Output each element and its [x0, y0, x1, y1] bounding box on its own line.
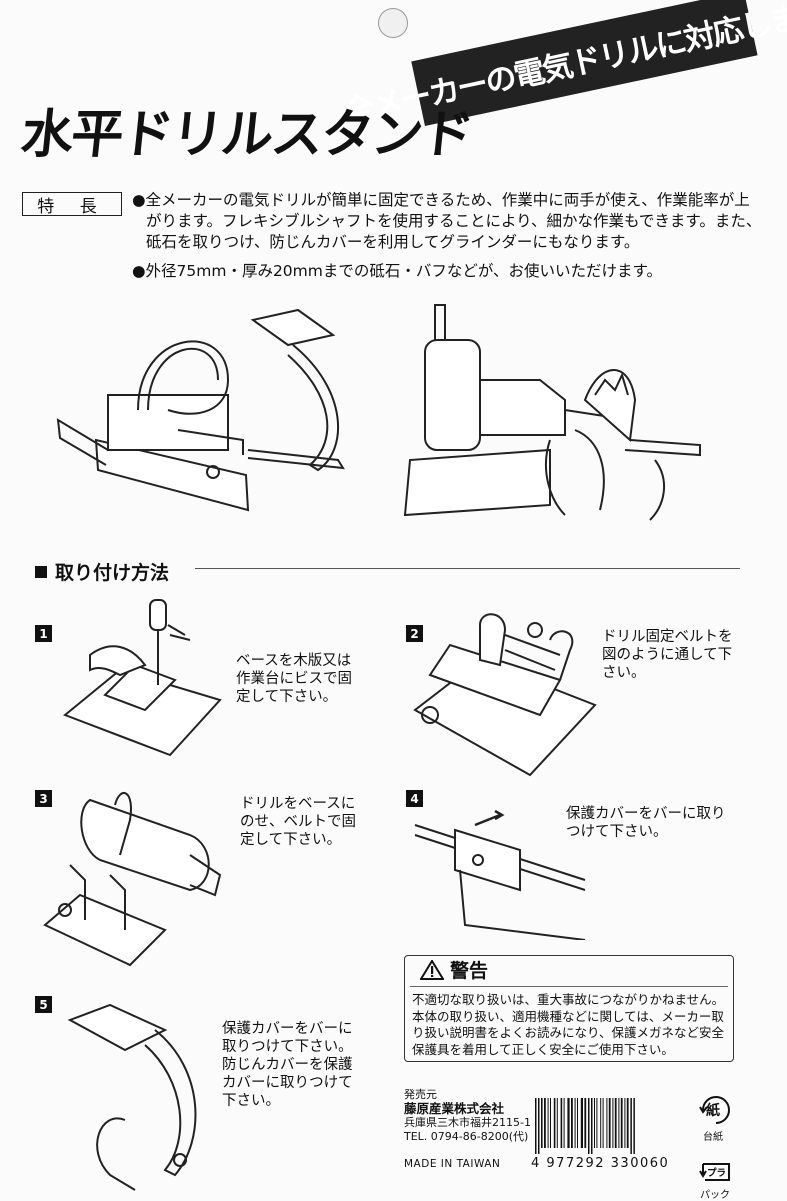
barcode-bar: [624, 1098, 626, 1148]
product-title: 水平ドリルスタンド: [18, 105, 475, 165]
warning-heading: 警告: [420, 956, 488, 983]
barcode-bar: [606, 1098, 608, 1148]
barcode-bar: [577, 1098, 578, 1148]
barcode-bar: [591, 1098, 593, 1154]
plastic-recycle-icon: プラ: [697, 1158, 735, 1186]
barcode-bar: [563, 1098, 565, 1148]
warning-divider: [410, 986, 728, 987]
feature-item: ●全メーカーの電気ドリルが簡単に固定できるため、作業中に両手が使え、作業能率が上…: [132, 191, 762, 251]
step-number-5: 5: [35, 996, 52, 1013]
barcode-bar: [547, 1098, 549, 1148]
made-in: MADE IN TAIWAN: [404, 1158, 501, 1170]
barcode-bar: [600, 1098, 602, 1148]
barcode-bar: [620, 1098, 623, 1148]
barcode-bar: [553, 1098, 556, 1148]
step-number-3: 3: [35, 790, 52, 807]
barcode-bar: [556, 1098, 558, 1148]
step-5-text: 保護カバーをバーに 取りつけて下さい。 防じんカバーを保護 カバーに取りつけて …: [222, 1021, 353, 1109]
step-1-text: ベースを木版又は 作業台にビスで固 定して下さい。: [236, 653, 352, 705]
barcode-bar: [594, 1098, 595, 1148]
barcode-bar: [544, 1098, 546, 1148]
paper-mark: 紙: [706, 1103, 720, 1119]
step-2-illustration: [410, 605, 600, 780]
barcode-bar: [588, 1098, 590, 1154]
install-section-heading: 取り付け方法: [35, 558, 169, 585]
publisher-info: 発売元 藤原産業株式会社 兵庫県三木市福井2115-1 TEL. 0794-86…: [404, 1088, 531, 1144]
warning-text: 不適切な取り扱いは、重大事故につながりかねません。本体の取り扱い、適用機種などに…: [412, 992, 725, 1057]
barcode-bar: [602, 1098, 604, 1148]
barcode-bar: [614, 1098, 617, 1148]
step-number-1: 1: [35, 625, 52, 642]
barcode-bar: [608, 1098, 611, 1148]
square-bullet-icon: [35, 565, 47, 578]
barcode-bar: [541, 1098, 543, 1148]
barcode-bar: [538, 1098, 540, 1154]
barcode-bar: [618, 1098, 620, 1148]
barcode-bar: [550, 1098, 551, 1148]
paper-label: 台紙: [703, 1132, 723, 1143]
barcode-bar: [535, 1098, 537, 1154]
features-list: ●全メーカーの電気ドリルが簡単に固定できるため、作業中に両手が使え、作業能率が上…: [132, 190, 762, 290]
warning-title: 警告: [450, 960, 489, 982]
feature-item: ●外径75mm・厚み20mmまでの砥石・バフなどが、お使いいただけます。: [132, 262, 663, 280]
barcode-bar: [612, 1098, 614, 1148]
barcode-bar: [584, 1098, 587, 1148]
warning-triangle-icon: [420, 960, 444, 980]
step-number-2: 2: [406, 625, 423, 642]
barcode-bar: [574, 1098, 576, 1148]
plastic-label: パック: [700, 1190, 730, 1201]
plastic-mark: プラ: [707, 1168, 727, 1179]
barcode-bar: [633, 1098, 635, 1154]
publisher-address: 兵庫県三木市福井2115-1: [404, 1116, 531, 1129]
publisher-company: 藤原産業株式会社: [404, 1101, 505, 1116]
barcode: [535, 1098, 635, 1154]
grinder-use-illustration: [400, 300, 730, 525]
step-2-text: ドリル固定ベルトを 図のように通して下 さい。: [602, 629, 733, 681]
barcode-bar: [571, 1098, 573, 1148]
step-5-illustration: [65, 1000, 215, 1200]
step-1-illustration: [50, 595, 225, 765]
step-3-text: ドリルをベースに のせ、ベルトで固 定して下さい。: [240, 796, 356, 848]
features-label: 特 長: [22, 192, 122, 217]
barcode-number: 4 977292 330060: [531, 1156, 670, 1171]
publisher-tel: TEL. 0794-86-8200(代): [404, 1130, 529, 1143]
barcode-bar: [580, 1098, 583, 1148]
divider: [195, 568, 740, 569]
barcode-bar: [567, 1098, 570, 1148]
hang-hole: [378, 8, 408, 38]
step-number-4: 4: [406, 790, 423, 807]
step-3-illustration: [40, 780, 230, 970]
step-4-illustration: [410, 805, 590, 940]
section-title: 取り付け方法: [55, 562, 170, 584]
step-4-text: 保護カバーをバーに取り つけて下さい。: [566, 806, 726, 840]
publisher-label: 発売元: [404, 1088, 437, 1101]
barcode-bar: [560, 1098, 563, 1148]
paper-recycle-icon: 紙: [697, 1093, 735, 1127]
warning-box: [404, 955, 734, 1062]
barcode-bar: [596, 1098, 598, 1148]
barcode-bar: [630, 1098, 632, 1154]
barcode-bar: [626, 1098, 629, 1148]
stand-illustration: [48, 300, 358, 525]
